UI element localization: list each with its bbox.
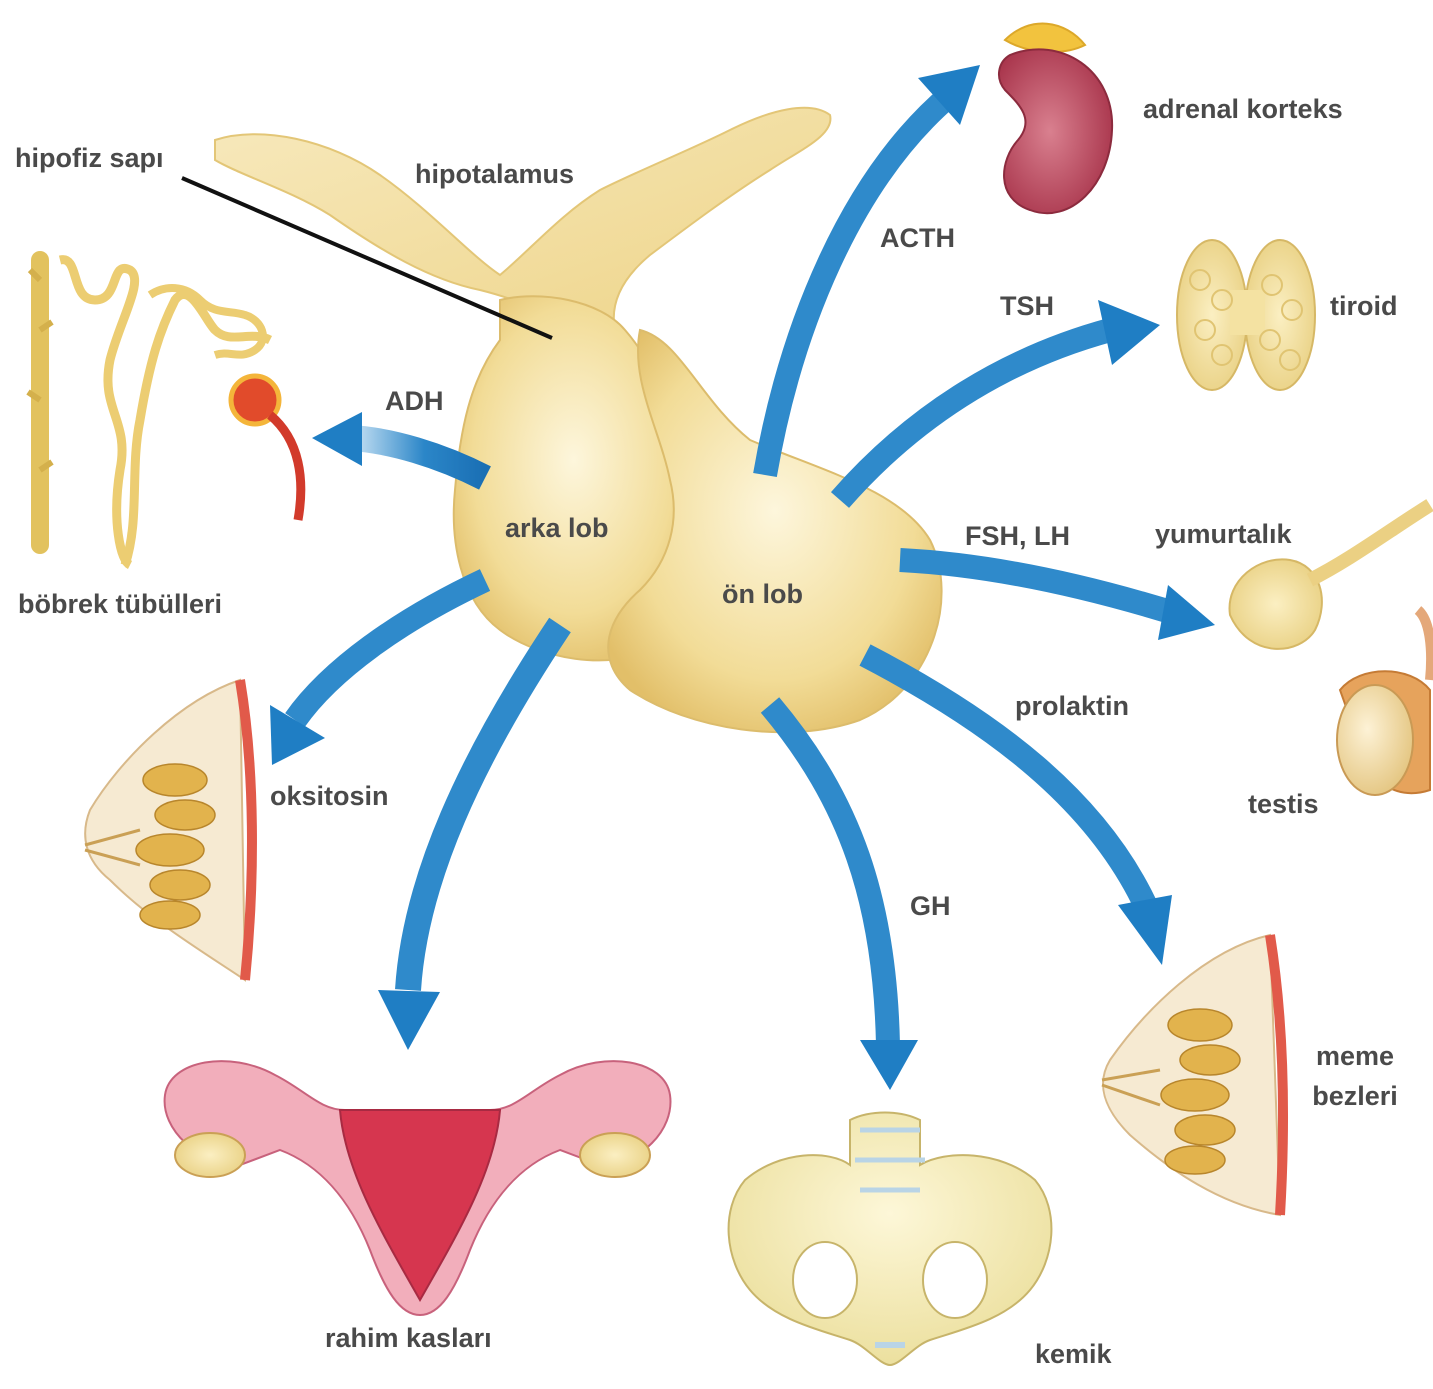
kidney-tubules-label: böbrek tübülleri: [18, 588, 222, 620]
uterus-illustration: [165, 1061, 671, 1315]
mammary-glands-label-line1: meme: [1300, 1040, 1410, 1072]
pelvis-bone-illustration: [729, 1113, 1052, 1366]
testis-illustration: [1337, 610, 1431, 795]
adrenal-cortex-label: adrenal korteks: [1143, 93, 1343, 125]
arrow-oxytocin-uterus: [378, 625, 560, 1050]
fsh-lh-label: FSH, LH: [965, 520, 1070, 552]
adh-label: ADH: [385, 385, 444, 417]
adrenal-kidney-illustration: [999, 24, 1112, 214]
arrow-tsh: [840, 300, 1160, 500]
arrow-adh: [312, 412, 485, 478]
arrow-fsh-lh: [900, 560, 1215, 640]
testis-label: testis: [1248, 788, 1319, 820]
thyroid-illustration: [1177, 240, 1315, 390]
uterine-muscles-label: rahim kasları: [325, 1322, 492, 1354]
kidney-tubules-illustration: [28, 260, 301, 565]
breast-left-illustration: [85, 680, 252, 980]
gh-label: GH: [910, 890, 951, 922]
arrow-gh: [770, 705, 918, 1090]
anterior-lobe-label: ön lob: [722, 578, 803, 610]
breast-right-illustration: [1102, 935, 1283, 1215]
hypothalamus-label: hipotalamus: [415, 158, 574, 190]
oxytocin-label: oksitosin: [270, 780, 389, 812]
arrow-oxytocin-breast: [270, 580, 485, 765]
mammary-glands-label-line2: bezleri: [1300, 1080, 1410, 1112]
ovary-label: yumurtalık: [1155, 518, 1292, 550]
acth-label: ACTH: [880, 222, 955, 254]
pituitary-stalk-label: hipofiz sapı: [15, 142, 164, 174]
prolactin-label: prolaktin: [1015, 690, 1129, 722]
thyroid-label: tiroid: [1330, 290, 1398, 322]
tsh-label: TSH: [1000, 290, 1054, 322]
posterior-lobe-label: arka lob: [505, 512, 609, 544]
bone-label: kemik: [1035, 1338, 1112, 1370]
